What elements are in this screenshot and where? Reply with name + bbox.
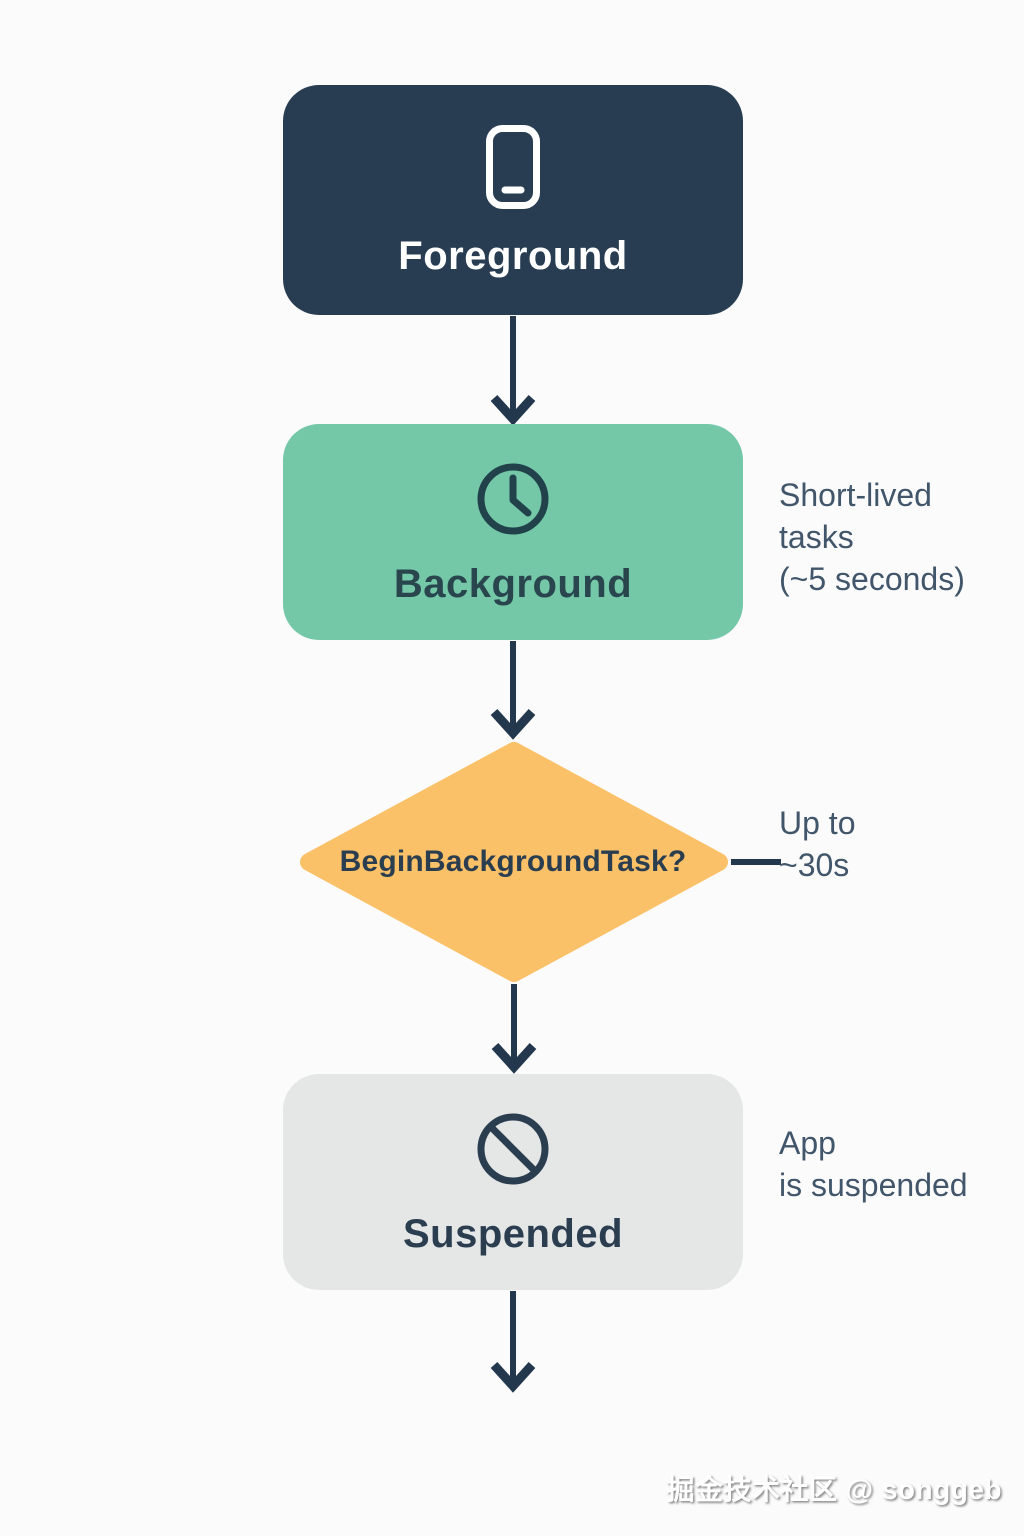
flow-arrow: [490, 1291, 536, 1393]
node-background: Background: [283, 424, 743, 640]
smartphone-icon: [485, 124, 541, 210]
flow-arrow: [490, 316, 536, 426]
annotation-line: App: [779, 1125, 836, 1161]
node-suspended-label: Suspended: [402, 1212, 624, 1256]
annotation-decision-duration: Up to ~30s: [779, 802, 855, 886]
annotation-line: Up to: [779, 805, 856, 841]
decision-diamond-shape: [300, 742, 728, 982]
clock-icon: [474, 460, 552, 538]
watermark-text: 掘金技术社区 @ songgeb: [666, 1474, 1002, 1505]
annotation-line: Short-lived: [779, 477, 932, 513]
node-decision-label: BeginBackgroundTask?: [339, 845, 687, 878]
annotation-line: (~5 seconds): [779, 561, 965, 597]
prohibition-icon: [474, 1110, 552, 1188]
node-suspended: Suspended: [283, 1074, 743, 1290]
flow-arrow: [490, 641, 536, 740]
node-foreground-label: Foreground: [398, 234, 628, 278]
annotation-line: ~30s: [779, 847, 850, 883]
annotation-line: is suspended: [779, 1167, 968, 1203]
annotation-line: tasks: [779, 519, 854, 555]
node-foreground: Foreground: [283, 85, 743, 315]
node-background-label: Background: [393, 562, 633, 606]
annotation-app-suspended: App is suspended: [779, 1122, 968, 1206]
annotation-background-tasks: Short-lived tasks (~5 seconds): [779, 474, 965, 600]
flow-arrow: [491, 984, 537, 1074]
